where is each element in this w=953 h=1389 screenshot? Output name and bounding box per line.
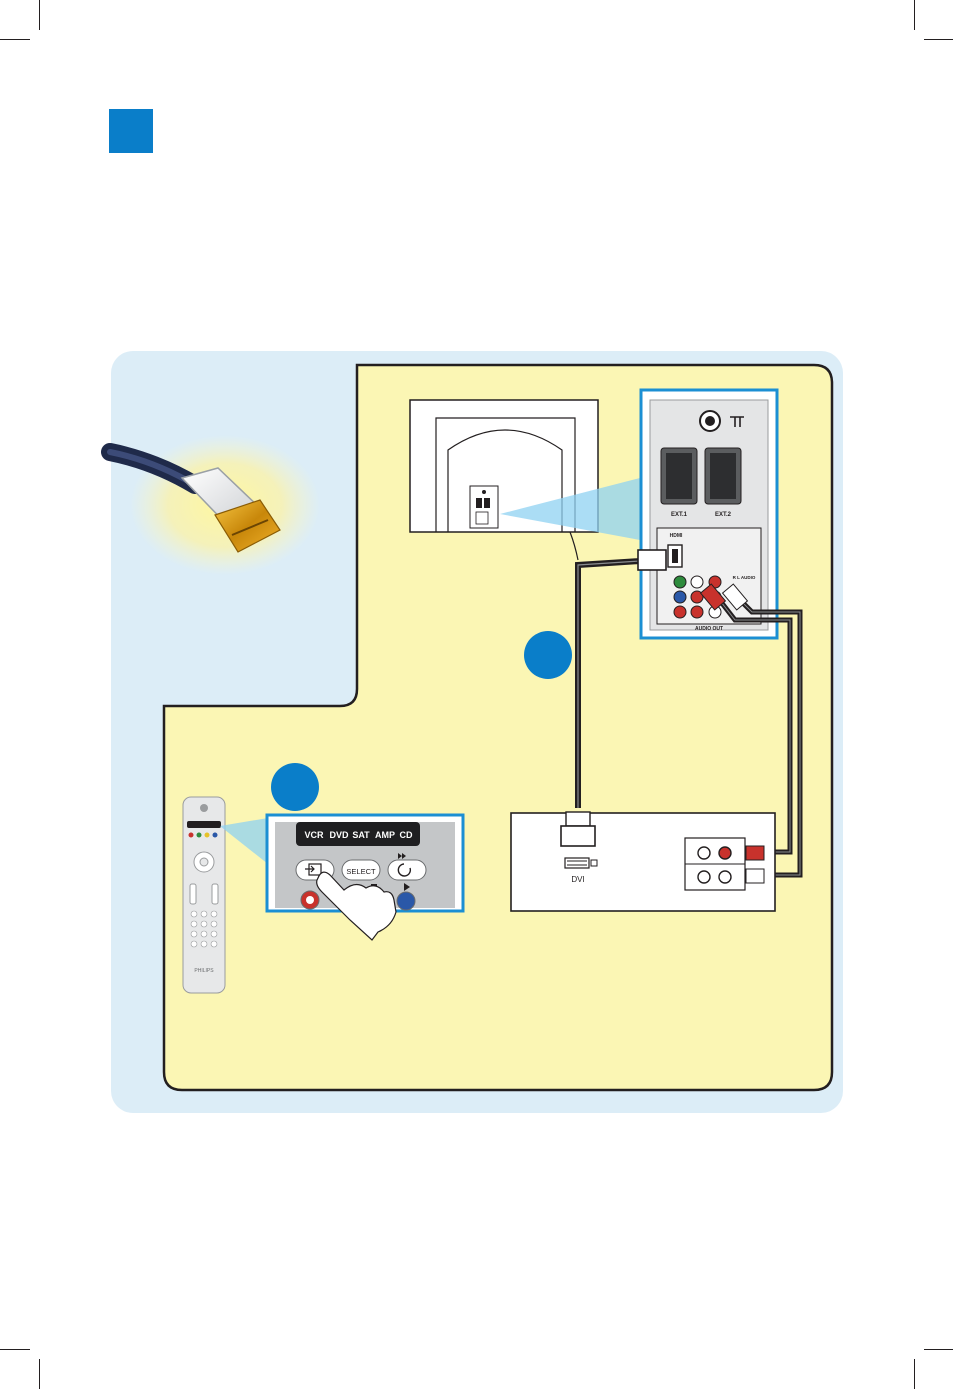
external-device: DVI xyxy=(511,812,775,911)
dvi-label: DVI xyxy=(571,875,584,884)
mode-vcr: VCR xyxy=(304,830,324,840)
mode-cd: CD xyxy=(400,830,413,840)
remote-control: PHILIPS xyxy=(183,797,225,993)
mode-amp: AMP xyxy=(375,830,395,840)
mode-dvd: DVD xyxy=(329,830,349,840)
mode-sat: SAT xyxy=(352,830,370,840)
hdmi-cable-plug xyxy=(638,550,666,570)
step-circle-connect xyxy=(524,631,572,679)
ext1-label: EXT.1 xyxy=(671,512,688,518)
select-label: SELECT xyxy=(346,867,376,876)
audio-out-label: AUDIO OUT xyxy=(695,626,723,632)
ext2-label: EXT.2 xyxy=(715,512,732,518)
audio-in-label: R L AUDIO xyxy=(733,575,756,580)
step-circle-select xyxy=(271,763,319,811)
hdmi-label: HDMI xyxy=(670,533,683,539)
remote-brand: PHILIPS xyxy=(194,968,214,974)
